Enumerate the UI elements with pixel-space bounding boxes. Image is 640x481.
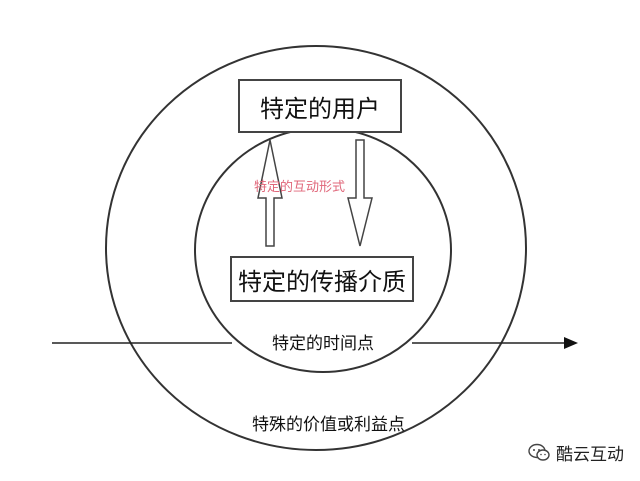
watermark-text: 酷云互动 xyxy=(556,445,624,465)
up-arrow xyxy=(257,139,283,247)
wechat-icon xyxy=(528,443,550,461)
down-arrow xyxy=(347,139,373,247)
outer-circle xyxy=(105,45,527,451)
watermark: 酷云互动 xyxy=(528,440,624,465)
medium-box: 特定的传播介质 xyxy=(230,256,414,302)
medium-box-label: 特定的传播介质 xyxy=(238,267,406,296)
user-box: 特定的用户 xyxy=(238,79,402,133)
value-point-label: 特殊的价值或利益点 xyxy=(252,415,405,435)
interaction-form-label: 特定的互动形式 xyxy=(254,180,346,195)
time-axis-arrowhead xyxy=(564,337,578,349)
user-box-label: 特定的用户 xyxy=(260,94,380,123)
time-point-label: 特定的时间点 xyxy=(272,334,374,354)
